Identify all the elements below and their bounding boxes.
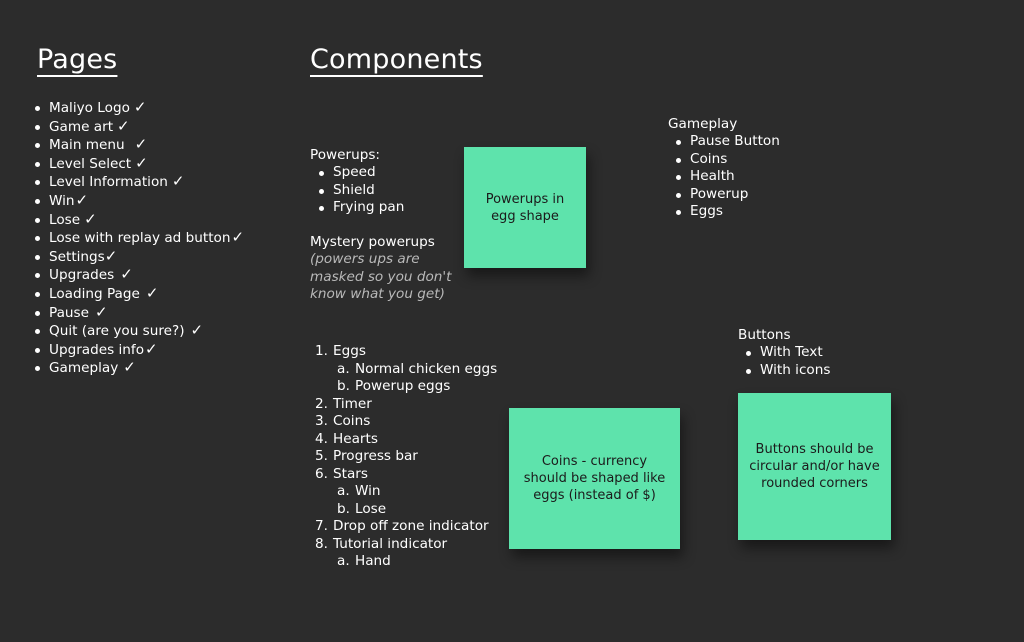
list-item[interactable]: Lose✓ [32, 209, 244, 230]
bullet-icon [35, 366, 40, 372]
bullet-icon [746, 368, 751, 374]
bullet-icon [35, 273, 40, 279]
powerups-title: Powerups: [310, 147, 381, 163]
check-icon: ✓ [120, 265, 133, 284]
list-item[interactable]: Speed [316, 164, 404, 182]
buttons-list: With Text With icons [743, 344, 830, 379]
powerups-list: Speed Shield Frying pan [316, 164, 404, 217]
check-icon: ✓ [94, 302, 108, 321]
bullet-icon [35, 180, 40, 186]
check-icon: ✓ [145, 339, 158, 358]
list-item[interactable]: 8.Tutorial indicator [315, 535, 448, 552]
check-icon: ✓ [123, 358, 136, 377]
list-item[interactable]: Coins [673, 151, 780, 169]
list-item[interactable]: 3.Coins [315, 413, 371, 429]
list-item[interactable]: Lose with replay ad button✓ [32, 228, 245, 248]
numbered-component-list: 1.Eggs a.Normal chicken eggs b.Powerup e… [315, 343, 497, 571]
check-icon: ✓ [117, 116, 130, 135]
list-item[interactable]: 5.Progress bar [315, 448, 418, 464]
list-item[interactable]: Game art✓ [32, 116, 244, 137]
check-icon: ✓ [231, 228, 245, 247]
buttons-title: Buttons [738, 327, 791, 343]
list-item[interactable]: Gameplay✓ [32, 359, 244, 378]
bullet-icon [35, 161, 40, 167]
bullet-icon [35, 254, 40, 260]
pages-list: Maliyo Logo✓ Game art✓ Main menu✓ Level … [32, 98, 245, 378]
bullet-icon [676, 210, 681, 216]
list-item[interactable]: b.Lose [337, 500, 387, 517]
check-icon: ✓ [135, 153, 148, 172]
check-icon: ✓ [145, 283, 159, 302]
bullet-icon [676, 157, 681, 163]
list-item[interactable]: Eggs [673, 203, 780, 221]
list-item[interactable]: Pause✓ [32, 302, 244, 323]
list-item[interactable]: With Text [743, 344, 830, 362]
bullet-icon [35, 198, 40, 204]
bullet-icon [35, 124, 40, 130]
check-icon: ✓ [171, 172, 185, 191]
list-item[interactable]: a.Hand [337, 553, 391, 569]
mystery-powerups-note: (powers ups are masked so you don't know… [310, 251, 452, 303]
bullet-icon [35, 329, 40, 335]
list-item[interactable]: Level Select✓ [32, 153, 244, 174]
list-item[interactable]: 1.Eggs [315, 343, 366, 359]
list-item[interactable]: Powerup [673, 186, 780, 204]
list-item[interactable]: 7.Drop off zone indicator [315, 518, 489, 534]
bullet-icon [319, 171, 324, 176]
list-item[interactable]: Main menu✓ [32, 135, 244, 155]
sticky-note-coins[interactable]: Coins - currency should be shaped like e… [509, 408, 680, 549]
bullet-icon [676, 140, 681, 145]
sticky-note-text: Powerups in egg shape [485, 191, 565, 224]
bullet-icon [35, 143, 40, 149]
pages-heading: Pages [37, 44, 118, 75]
list-item[interactable]: a.Win [337, 483, 381, 499]
list-item[interactable]: Frying pan [316, 199, 404, 217]
check-icon: ✓ [190, 321, 204, 340]
sticky-note-text: Coins - currency should be shaped like e… [523, 454, 666, 503]
list-item[interactable]: b.Powerup eggs [337, 378, 451, 394]
list-item[interactable]: Loading Page✓ [32, 283, 244, 304]
check-icon: ✓ [104, 246, 118, 265]
check-icon: ✓ [133, 98, 147, 116]
check-icon: ✓ [84, 209, 97, 228]
sticky-note-powerups[interactable]: Powerups in egg shape [464, 147, 586, 268]
mystery-powerups-title: Mystery powerups [310, 234, 435, 250]
list-item[interactable]: 2.Timer [315, 395, 372, 412]
bullet-icon [35, 217, 40, 223]
list-item[interactable]: Upgrades✓ [32, 266, 244, 285]
sticky-note-buttons[interactable]: Buttons should be circular and/or have r… [738, 393, 891, 540]
list-item[interactable]: Shield [316, 182, 404, 200]
gameplay-title: Gameplay [668, 116, 738, 132]
bullet-icon [319, 206, 324, 212]
bullet-icon [35, 347, 40, 353]
bullet-icon [676, 192, 681, 198]
list-item[interactable]: Health [673, 168, 780, 186]
sticky-note-text: Buttons should be circular and/or have r… [749, 442, 880, 491]
gameplay-list: Pause Button Coins Health Powerup Eggs [673, 133, 780, 221]
check-icon: ✓ [75, 190, 89, 209]
list-item[interactable]: a.Normal chicken eggs [337, 360, 498, 377]
list-item[interactable]: With icons [743, 362, 830, 380]
bullet-icon [676, 175, 681, 181]
bullet-icon [35, 106, 40, 111]
list-item[interactable]: Maliyo Logo✓ [32, 98, 244, 118]
list-item[interactable]: Win✓ [32, 190, 244, 211]
list-item[interactable]: 4.Hearts [315, 430, 378, 447]
list-item[interactable]: Settings✓ [32, 246, 244, 267]
list-item[interactable]: Quit (are you sure?)✓ [32, 321, 244, 341]
components-heading: Components [310, 44, 483, 75]
list-item[interactable]: Level Information✓ [32, 173, 244, 192]
list-item[interactable]: Pause Button [673, 133, 780, 151]
list-item[interactable]: 6.Stars [315, 465, 368, 482]
list-item[interactable]: Upgrades info✓ [32, 339, 244, 360]
bullet-icon [319, 188, 324, 194]
bullet-icon [35, 310, 40, 316]
bullet-icon [35, 236, 40, 242]
check-icon: ✓ [134, 135, 148, 154]
bullet-icon [35, 291, 40, 297]
bullet-icon [746, 351, 751, 356]
